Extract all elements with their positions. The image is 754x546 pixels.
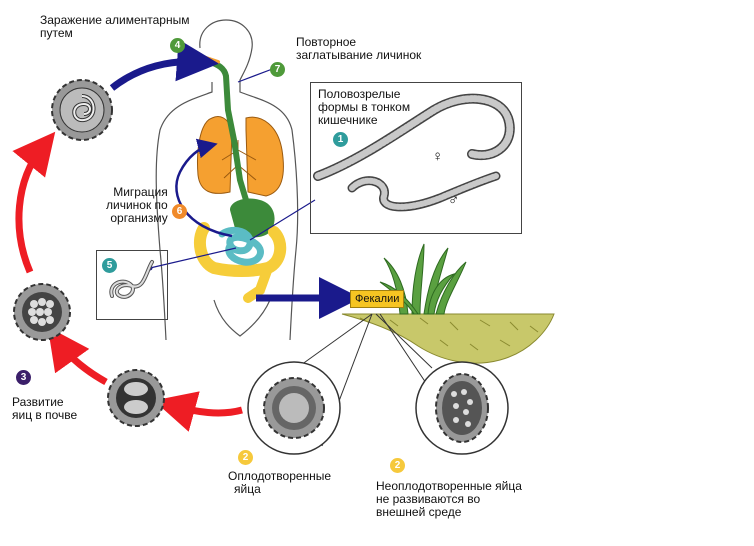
adult-worms-label: Половозрелые формы в тонком кишечнике bbox=[318, 87, 411, 127]
step-7-badge: 7 bbox=[270, 62, 285, 77]
step-2a-badge: 2 bbox=[238, 450, 253, 465]
male-symbol: ♂ bbox=[448, 192, 460, 209]
human-body-outline bbox=[155, 19, 299, 341]
step-3-badge: 3 bbox=[16, 370, 31, 385]
egg-morula bbox=[13, 283, 71, 341]
soil-mound bbox=[341, 313, 555, 364]
female-symbol: ♀ bbox=[432, 148, 444, 165]
migration-arrow bbox=[175, 138, 233, 238]
step-5-badge: 5 bbox=[102, 258, 117, 273]
adult-worms-box bbox=[310, 82, 522, 234]
larva-box bbox=[96, 250, 168, 320]
step-4-badge: 4 bbox=[170, 38, 185, 53]
feces-label: Фекалии bbox=[350, 290, 405, 308]
red-arrow-bottom bbox=[153, 391, 243, 432]
larva bbox=[109, 260, 154, 299]
infection-arrow bbox=[109, 39, 219, 91]
fertilized-egg-zoom bbox=[247, 361, 341, 455]
adult-worms bbox=[313, 93, 515, 212]
red-arrow-left-down bbox=[47, 326, 108, 386]
reswallow-label: Повторное заглатывание личинок bbox=[296, 35, 422, 62]
fertilized-eggs-label: Оплодотворенные яйца bbox=[228, 469, 332, 496]
step-2b-badge: 2 bbox=[390, 458, 405, 473]
stomach bbox=[230, 198, 275, 238]
large-intestine bbox=[193, 222, 287, 277]
red-arrow-left-up bbox=[12, 131, 56, 274]
egg-two-cell bbox=[107, 369, 165, 427]
step-1-badge: 1 bbox=[333, 132, 348, 147]
unfertilized-egg-zoom bbox=[415, 361, 509, 455]
unfertilized-eggs-label: Неоплодотворенные яйца не развиваются во… bbox=[376, 479, 522, 519]
development-label: Развитие яиц в почве bbox=[12, 395, 78, 422]
infection-label: Заражение алиментарным путем bbox=[40, 13, 190, 40]
egg-with-larva bbox=[51, 79, 113, 141]
migration-label: Миграция личинок по организму bbox=[106, 185, 168, 225]
step-6-badge: 6 bbox=[172, 204, 187, 219]
small-intestine bbox=[218, 226, 264, 266]
